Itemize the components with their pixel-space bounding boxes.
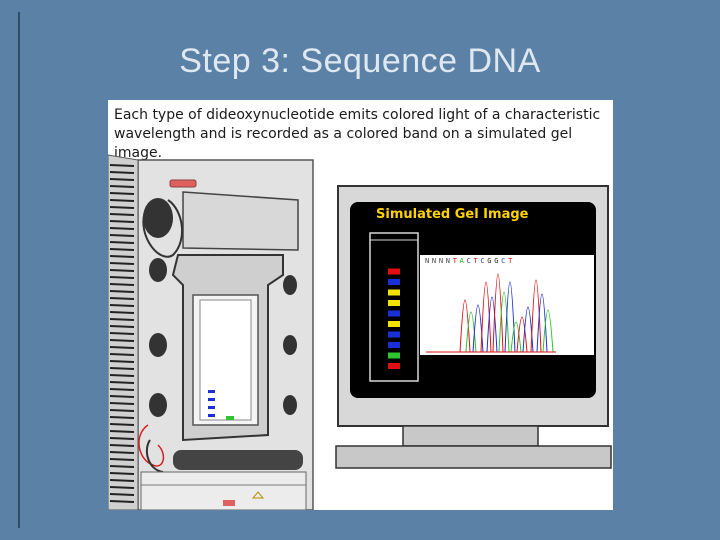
gel-band (388, 289, 400, 296)
gel-image-title: Simulated Gel Image (376, 207, 529, 222)
figure-caption: Each type of dideoxynucleotide emits col… (114, 107, 601, 161)
chromatogram-peak (516, 316, 528, 353)
gel-band (388, 310, 400, 317)
base-call: G (494, 257, 502, 265)
base-call-sequence: NNNNTACTCGGCT (425, 257, 515, 265)
gel-band (388, 342, 400, 348)
instrument-band (208, 398, 215, 401)
gel-band (388, 268, 400, 275)
instrument-gel-bands (208, 390, 234, 420)
base-call: C (501, 257, 509, 265)
base-call: C (466, 257, 474, 265)
simulated-gel-lane (369, 232, 419, 382)
base-call: T (508, 257, 515, 265)
gel-band (388, 279, 400, 285)
chromatogram-peak (498, 291, 510, 353)
instrument-band (208, 406, 215, 409)
base-call: G (487, 257, 495, 265)
chromatogram-peaks (426, 273, 556, 353)
monitor-stand (402, 425, 539, 447)
base-call: C (480, 257, 488, 265)
slide-title: Step 3: Sequence DNA (179, 42, 541, 80)
gel-band (388, 300, 400, 306)
figure-panel: Each type of dideoxynucleotide emits col… (108, 100, 613, 510)
base-call: N (438, 257, 446, 265)
gel-band (388, 321, 400, 327)
instrument-band (226, 416, 234, 420)
instrument-band (208, 390, 215, 393)
base-call: N (445, 257, 453, 265)
chromatogram-peak (542, 309, 554, 353)
chromatogram-peak (504, 281, 516, 353)
instrument-vent-ridges (109, 164, 135, 503)
chromatogram-peak (472, 304, 484, 353)
base-call: N (425, 257, 432, 265)
gel-band (388, 352, 400, 359)
clamp-knob (143, 198, 173, 238)
slide-left-rule (18, 12, 20, 528)
base-call: T (473, 257, 481, 265)
base-call: N (431, 257, 439, 265)
simulated-gel-bands (388, 268, 400, 369)
base-call: T (452, 257, 460, 265)
gel-band (388, 331, 400, 338)
status-indicator (169, 179, 197, 188)
gel-band (388, 363, 400, 369)
monitor-base (335, 445, 612, 469)
chromatogram-peak (510, 321, 522, 353)
chromatogram-peak (486, 296, 498, 353)
chromatogram-peak (522, 306, 534, 353)
sequencer-instrument (108, 154, 314, 510)
instrument-band (208, 414, 215, 417)
base-call: A (459, 257, 467, 265)
sequencer-illustration (108, 154, 612, 510)
